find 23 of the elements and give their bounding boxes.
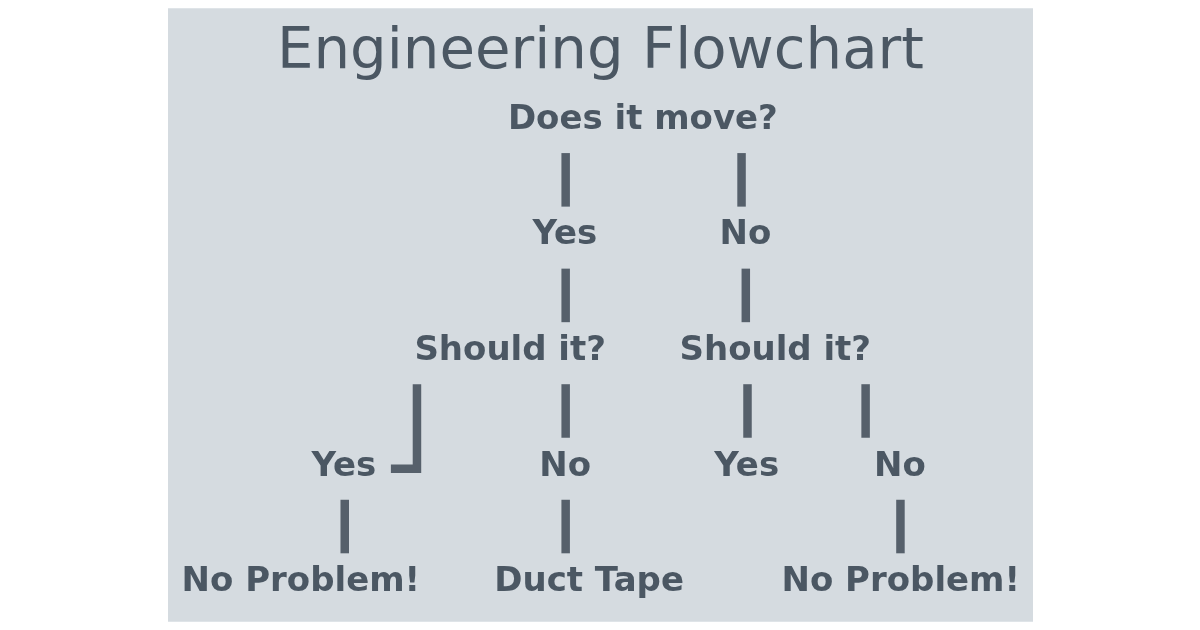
connector xyxy=(741,268,750,323)
node-text: No Problem! xyxy=(780,559,1020,600)
node-text: Duct Tape xyxy=(493,559,684,600)
node-text: No xyxy=(718,212,771,253)
node-text: Should it? xyxy=(413,328,606,369)
node-text: No Problem! xyxy=(181,559,420,600)
connector xyxy=(340,499,349,554)
connector xyxy=(560,268,570,323)
node-text: Should it? xyxy=(679,328,871,369)
node-text: No xyxy=(873,443,926,484)
node-text: Yes xyxy=(311,443,376,484)
connector xyxy=(895,499,905,554)
connector xyxy=(560,384,570,438)
connector xyxy=(736,153,746,207)
node-text: Does it move? xyxy=(507,96,778,137)
node-text: Yes xyxy=(532,212,597,253)
connector xyxy=(860,384,870,438)
connector xyxy=(560,153,570,207)
diagram-title: Engineering Flowchart xyxy=(276,14,924,83)
node-text: No xyxy=(538,443,591,484)
connector xyxy=(742,384,752,438)
connector xyxy=(560,499,570,554)
node-text: Yes xyxy=(713,443,779,484)
